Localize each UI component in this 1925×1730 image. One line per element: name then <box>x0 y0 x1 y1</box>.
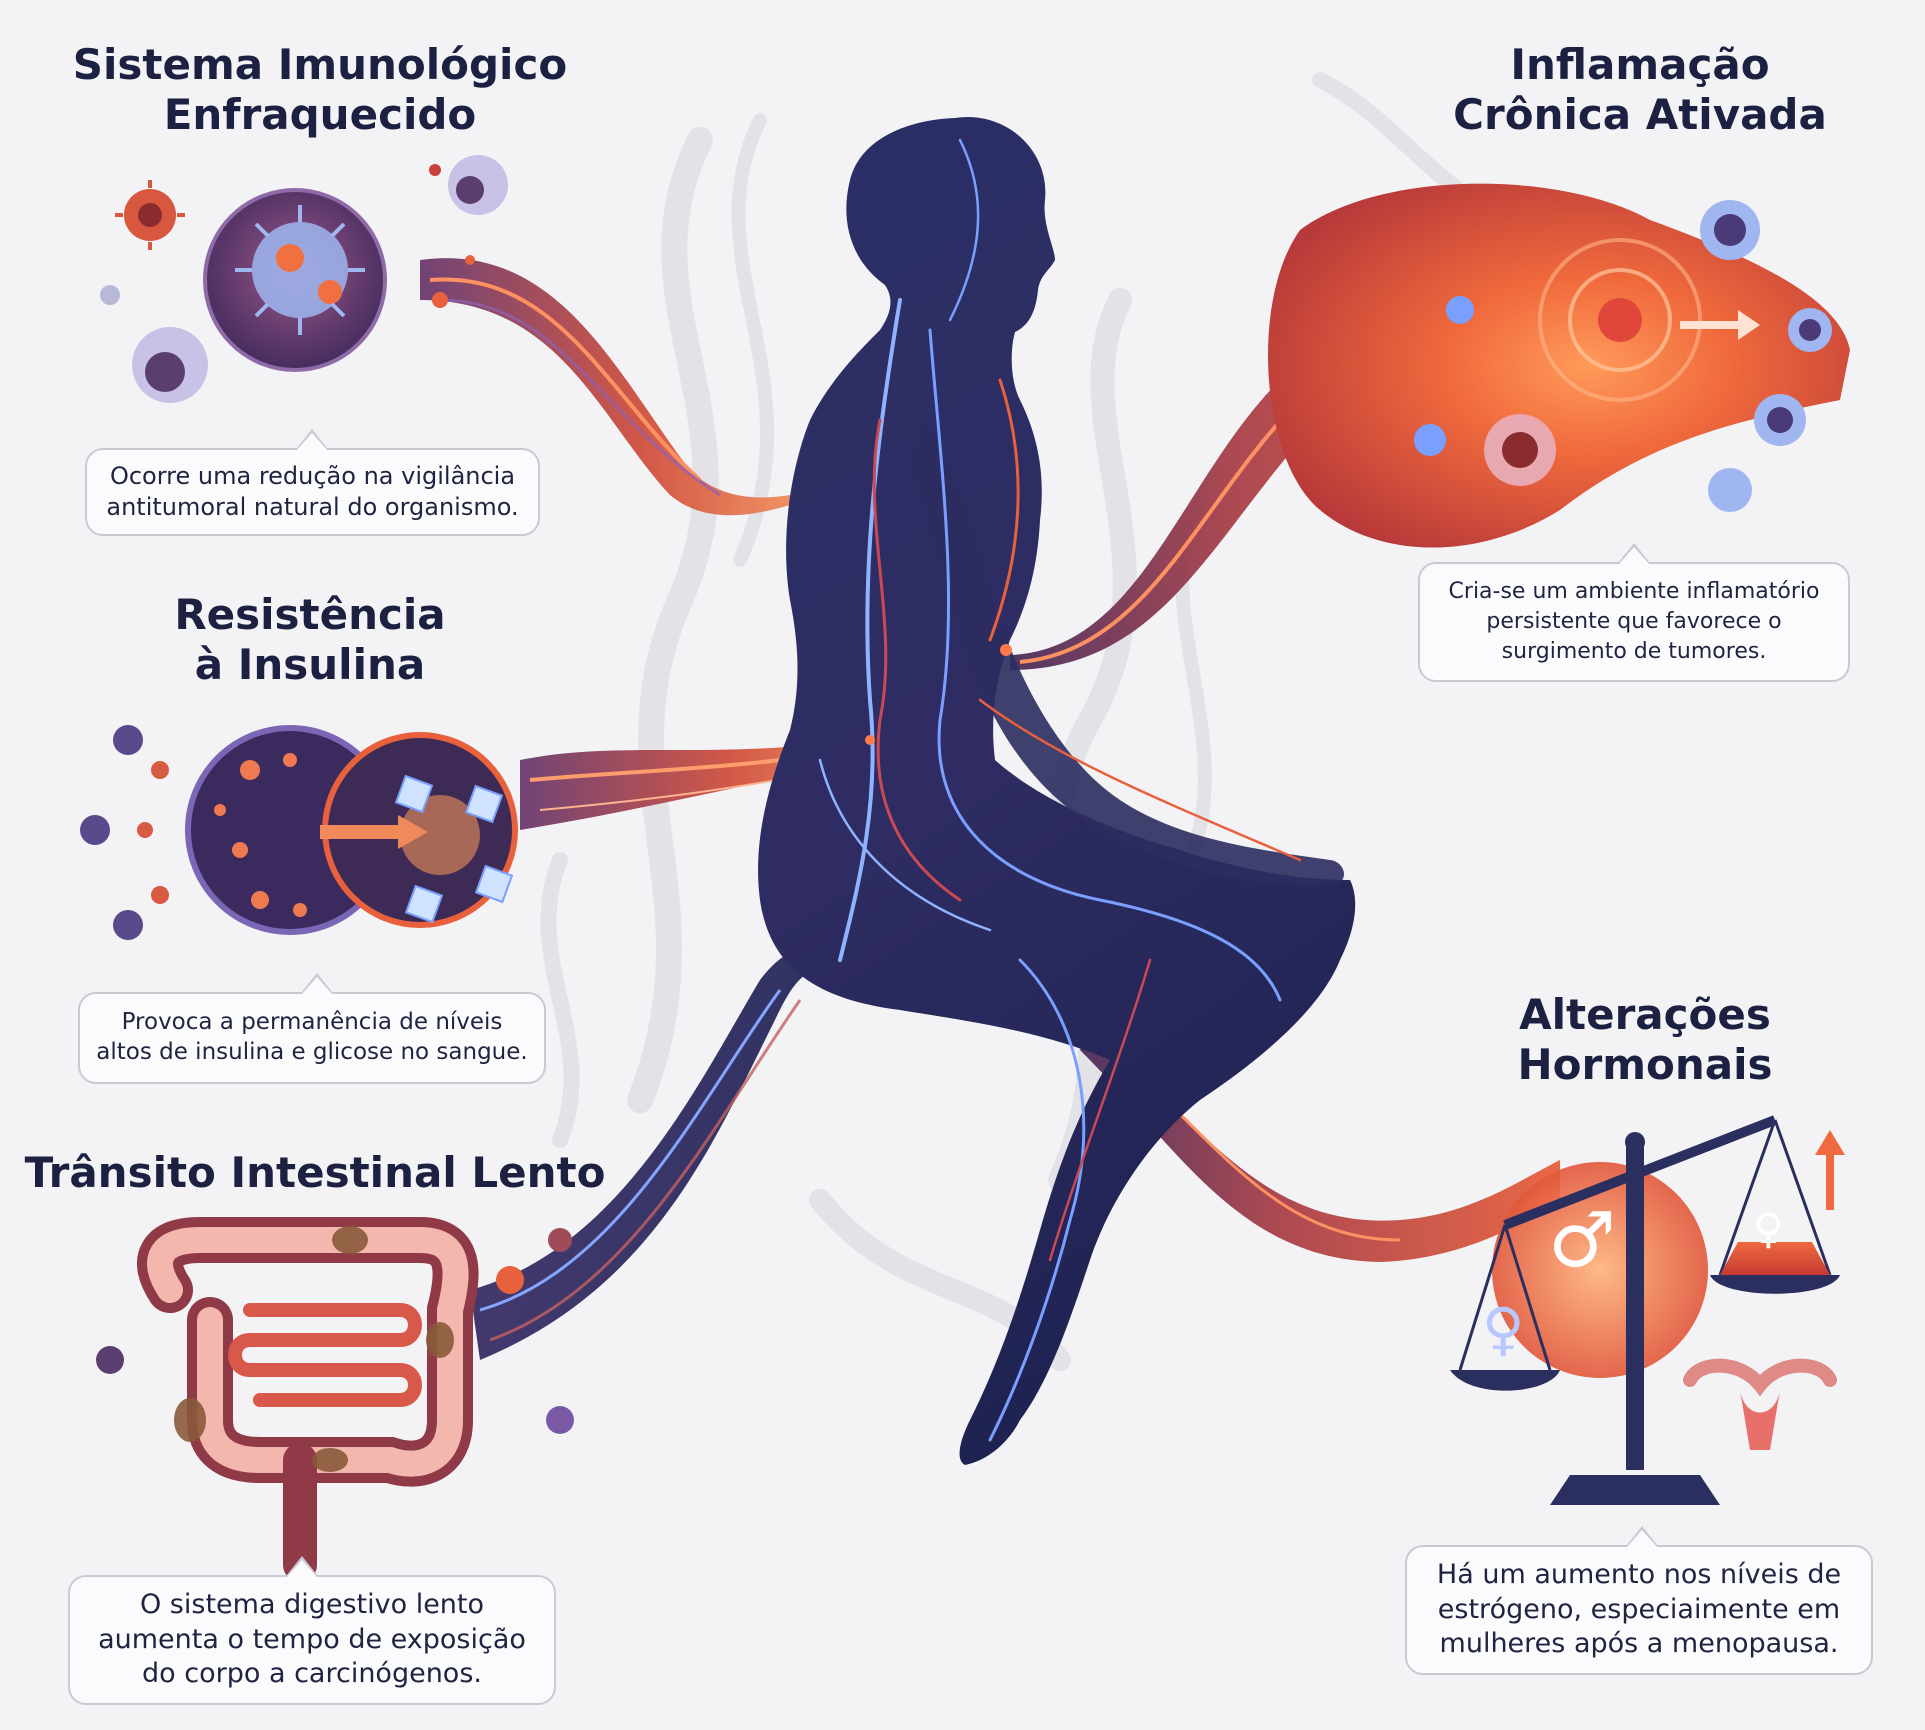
intestine-description-line-1: O sistema digestivo lento <box>139 1589 485 1621</box>
insulin-cells-illustration <box>80 725 518 940</box>
background-smoke <box>540 72 1528 1371</box>
inflammation-illustration <box>1267 183 1850 548</box>
immune-description-line-2: antitumoral natural do organismo. <box>106 493 519 521</box>
insulin-callout: Provoca a permanência de níveis altos de… <box>78 992 546 1084</box>
insulin-title-line-2: à Insulina <box>194 639 426 689</box>
intestine-title-line-1: Trânsito Intestinal Lento <box>24 1148 606 1197</box>
immune-title-line-2: Enfraquecido <box>163 89 477 139</box>
stream-intestine <box>470 944 860 1360</box>
hormones-illustration <box>1450 1115 1845 1505</box>
insulin-description-line-1: Provoca a permanência de níveis <box>121 1009 503 1036</box>
insulin-title-line-1: Resistência <box>174 590 446 639</box>
hormones-description-line-1: Há um aumento nos níveis de <box>1436 1559 1842 1591</box>
hormones-description-line-2: estrógeno, especiaimente em <box>1437 1593 1841 1625</box>
inflammation-title-line-2: Crônica Ativada <box>1453 89 1827 139</box>
inflammation-title: Inflamação Crônica Ativada <box>1420 40 1860 139</box>
immune-callout: Ocorre uma redução na vigilância antitum… <box>85 448 540 536</box>
hormones-title-line-1: Alterações <box>1519 990 1771 1039</box>
inflammation-description-line-2: persistente que favorece o <box>1486 609 1782 635</box>
insulin-title: Resistência à Insulina <box>140 590 480 689</box>
intestine-description-line-3: do corpo a carcinógenos. <box>142 1658 482 1690</box>
stream-immune <box>420 258 790 516</box>
hormones-callout: Há um aumento nos níveis de estrógeno, e… <box>1405 1545 1873 1675</box>
female-symbol-left: ♀ <box>1482 1295 1525 1363</box>
hormones-title: Alterações Hormonais <box>1470 990 1820 1089</box>
inflammation-description-line-1: Cria-se um ambiente inflamatório <box>1448 579 1820 605</box>
insulin-description-line-2: altos de insulina e glicose no sangue. <box>96 1039 528 1065</box>
human-figure <box>758 116 1356 1466</box>
immune-description-line-1: Ocorre uma redução na vigilância <box>109 461 516 490</box>
intestine-title: Trânsito Intestinal Lento <box>20 1148 610 1198</box>
hormones-description-line-3: mulheres após a menopausa. <box>1439 1628 1839 1660</box>
male-symbol: ♂ <box>1548 1195 1617 1284</box>
intestine-description-line-2: aumenta o tempo de exposição <box>98 1623 526 1655</box>
female-symbol-right: ♀ <box>1753 1204 1784 1253</box>
intestine-callout: O sistema digestivo lento aumenta o temp… <box>68 1575 556 1705</box>
immune-title: Sistema Imunológico Enfraquecido <box>60 40 580 139</box>
stream-inflammation <box>1010 259 1560 670</box>
inflammation-callout: Cria-se um ambiente inflamatório persist… <box>1418 562 1850 682</box>
immune-cells-illustration <box>100 155 508 403</box>
inflammation-description-line-3: surgimento de tumores. <box>1501 638 1767 664</box>
hormones-title-line-2: Hormonais <box>1517 1039 1773 1089</box>
immune-title-line-1: Sistema Imunológico <box>72 40 568 89</box>
inflammation-title-line-1: Inflamação <box>1510 40 1770 89</box>
intestine-illustration <box>96 1217 574 1582</box>
